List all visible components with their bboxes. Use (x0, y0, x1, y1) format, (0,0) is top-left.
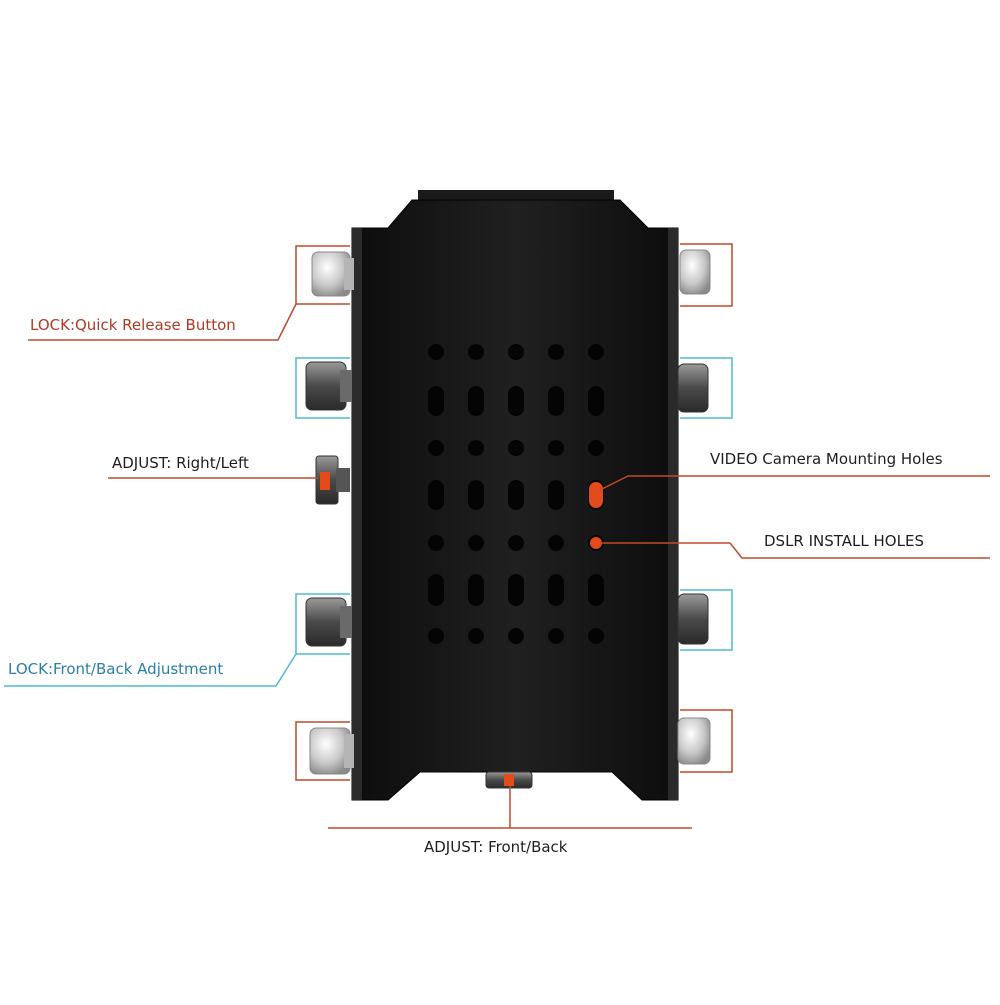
knob-right-top (679, 249, 711, 295)
video-mount-hole-highlight (589, 482, 603, 508)
callout-box-right-upper (680, 357, 733, 419)
leader-video-holes (599, 475, 990, 491)
right-side-rail (668, 228, 678, 800)
callout-box-left-lower (295, 593, 350, 655)
knob-left-lower-dark (305, 597, 352, 647)
dslr-hole-highlight (590, 537, 602, 549)
label-adjust-front-back: ADJUST: Front/Back (424, 838, 568, 856)
knob-right-upper-dark (677, 363, 709, 413)
label-lock-quick-release: LOCK:Quick Release Button (30, 316, 236, 334)
leader-lock-front-back (4, 653, 297, 687)
label-dslr-install-holes: DSLR INSTALL HOLES (764, 532, 924, 550)
callout-box-right-bottom (680, 709, 733, 773)
knob-right-lower-dark (677, 593, 709, 645)
callout-box-left-bottom (295, 721, 350, 781)
callout-box-left-top (295, 245, 350, 305)
label-adjust-right-left: ADJUST: Right/Left (112, 454, 249, 472)
callout-box-right-top (680, 243, 733, 307)
left-side-rail (352, 228, 362, 800)
callout-box-left-upper (295, 357, 350, 419)
label-lock-front-back: LOCK:Front/Back Adjustment (8, 660, 224, 678)
knob-left-bottom (309, 727, 354, 775)
callout-box-right-lower (680, 589, 733, 651)
leader-adjust-front-back (328, 786, 692, 829)
knob-left-adjust (315, 455, 350, 505)
leader-lock-quick-release (28, 303, 297, 341)
knob-bottom-adjust (485, 771, 533, 789)
leader-dslr-holes (600, 542, 990, 559)
label-video-camera-holes: VIDEO Camera Mounting Holes (710, 450, 943, 468)
knob-right-bottom (677, 717, 711, 765)
knob-left-upper-dark (305, 361, 352, 411)
knob-left-top (311, 251, 354, 297)
